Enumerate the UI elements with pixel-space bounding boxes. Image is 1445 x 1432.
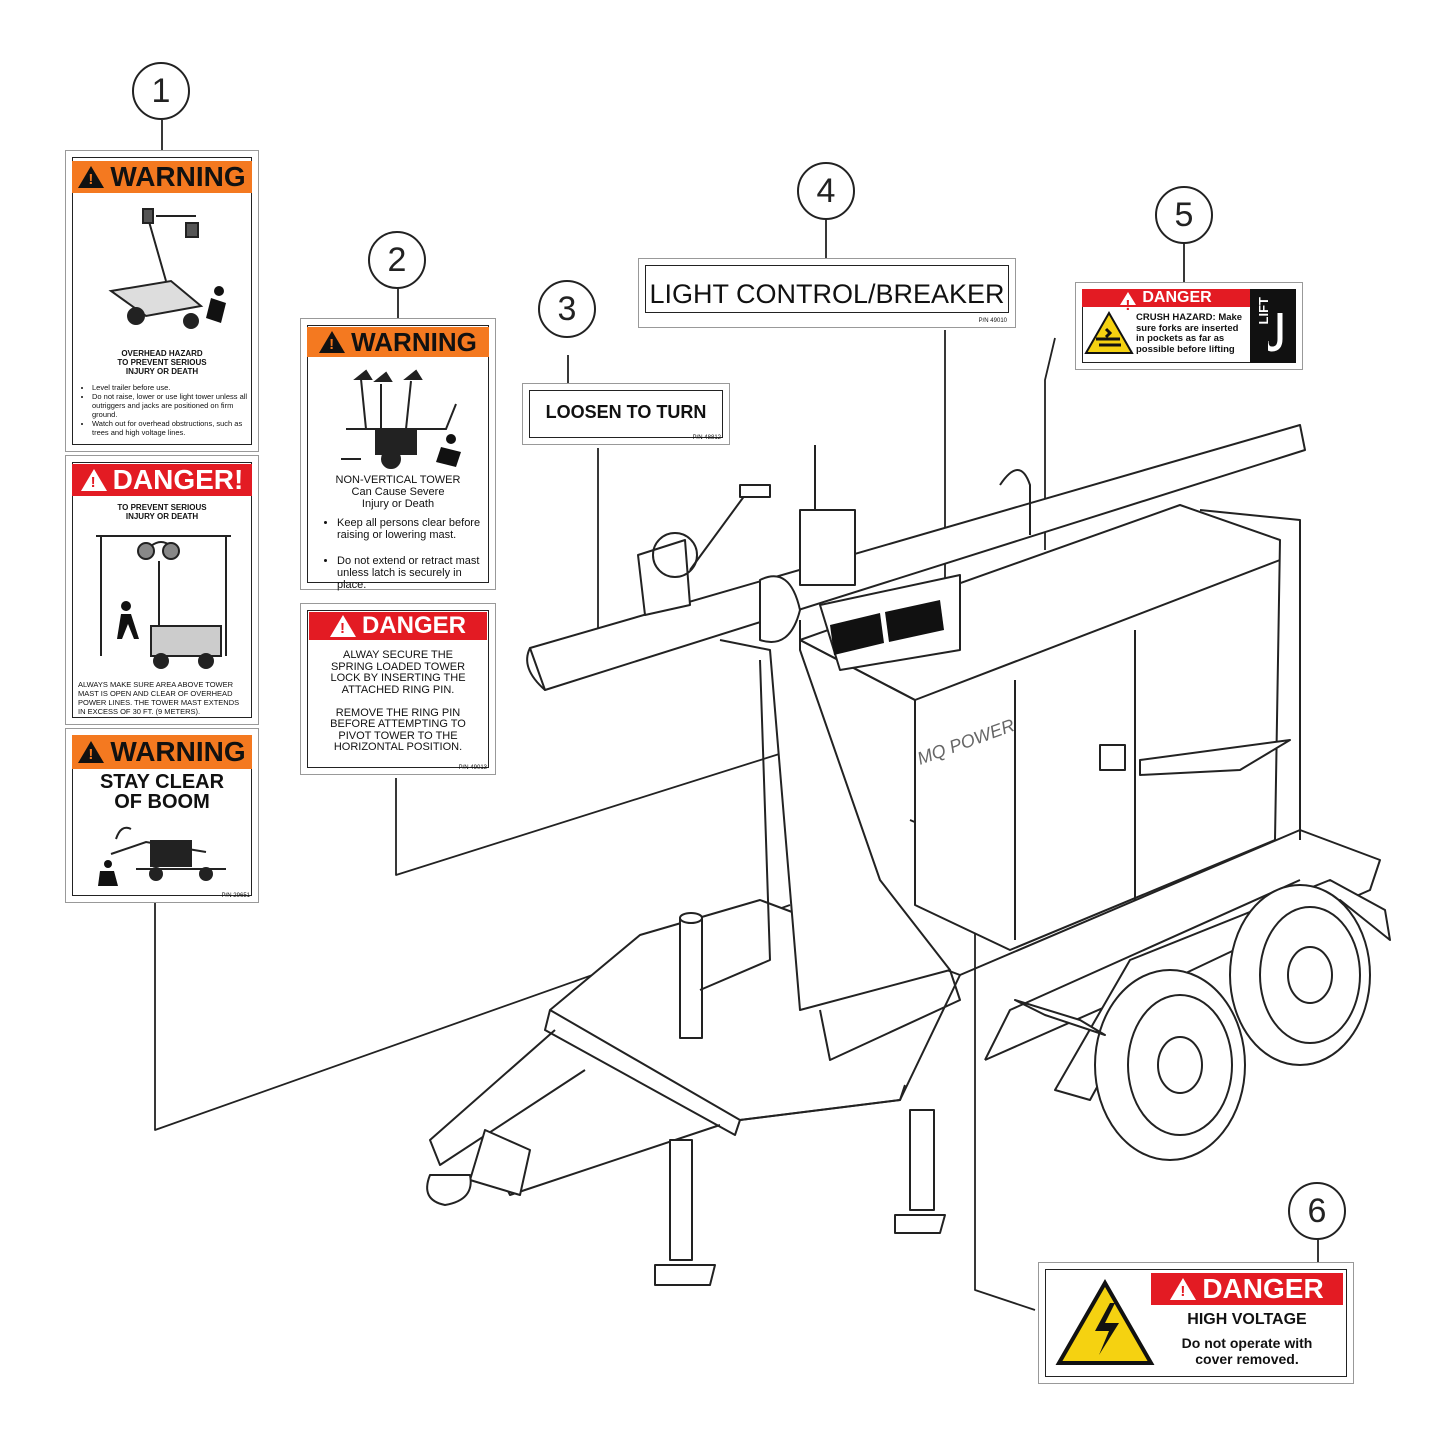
danger-header: DANGER	[361, 612, 466, 639]
bullet: Do not raise, lower or use light tower u…	[92, 392, 250, 419]
crush-hazard-icon	[1084, 311, 1134, 354]
power-line-hazard-icon	[96, 535, 231, 669]
part-number: P/N 49010	[978, 318, 1007, 324]
crush-hazard-text: CRUSH HAZARD: Make sure forks are insert…	[1136, 312, 1243, 355]
lift-hook-icon	[1268, 313, 1283, 352]
high-voltage-title: HIGH VOLTAGE	[1187, 1311, 1307, 1328]
danger-header: DANGER!	[112, 464, 244, 495]
non-vertical-bullets: Keep all persons clear before raising or…	[323, 517, 489, 591]
decal-1-powerline-danger: DANGER! TO PREVENT SERIOUS INJURY OR DEA…	[65, 455, 259, 725]
jacks	[654, 912, 946, 1286]
wheels	[1014, 879, 1391, 1161]
warning-header: WARNING	[351, 326, 477, 357]
mast-boom	[526, 424, 1306, 691]
overhead-bullets: Level trailer before use. Do not raise, …	[78, 383, 250, 437]
part-number: P/N 29651	[221, 893, 250, 899]
decal-2-ring-pin-danger: DANGER ALWAY SECURE THE SPRING LOADED TO…	[300, 603, 496, 775]
bullet: Watch out for overhead obstructions, suc…	[92, 419, 250, 437]
overhead-hazard-title: OVERHEAD HAZARD TO PREVENT SERIOUS INJUR…	[117, 349, 207, 376]
boom-hazard-icon	[98, 826, 226, 886]
callout-5: 5	[1155, 186, 1213, 244]
tower-hazard-icon	[108, 208, 226, 329]
high-voltage-text: Do not operate with cover removed.	[1181, 1335, 1313, 1367]
warning-triangle-icon	[80, 469, 107, 491]
warning-header: WARNING	[110, 736, 246, 767]
part-number: P/N 48812	[692, 435, 721, 441]
tower-frame	[699, 620, 961, 1061]
loosen-to-turn-text: LOOSEN TO TURN	[545, 402, 707, 422]
bullet: Keep all persons clear before raising or…	[337, 517, 489, 541]
callout-1: 1	[132, 62, 190, 120]
danger-header: DANGER	[1202, 1273, 1324, 1304]
stay-clear-title: STAY CLEAR OF BOOM	[99, 771, 225, 813]
light-control-breaker-text: LIGHT CONTROL/BREAKER	[649, 279, 1005, 309]
decal-5-crush-hazard-danger: DANGER CRUSH HAZARD: Make sure forks are…	[1075, 282, 1303, 370]
warning-triangle-icon	[329, 615, 356, 637]
callout-4: 4	[797, 162, 855, 220]
callout-6: 6	[1288, 1182, 1346, 1240]
high-voltage-icon	[1055, 1279, 1155, 1365]
decal-3-loosen-to-turn: LOOSEN TO TURN P/N 48812	[522, 383, 730, 445]
callout-2: 2	[368, 231, 426, 289]
warning-triangle-icon	[1170, 1278, 1197, 1300]
tower-tilt-hazard-icon	[341, 369, 461, 469]
warning-triangle-icon	[78, 166, 105, 188]
warning-header: WARNING	[110, 161, 246, 192]
ring-pin-text: ALWAY SECURE THE SPRING LOADED TOWER LOC…	[330, 649, 466, 753]
bullet: Level trailer before use.	[92, 383, 250, 392]
lift-panel: LIFT	[1250, 289, 1296, 363]
danger-header: DANGER	[1142, 289, 1212, 306]
decal-2-non-vertical-warning: WARNING NON-VERTICAL TOWER Can Cause Sev…	[300, 318, 496, 591]
decal-1-boom-warning: WARNING STAY CLEAR OF BOOM P/N 29651	[65, 728, 259, 903]
decal-1-overhead-warning: WARNING OVERHEAD HAZARD TO PREVENT SERIO…	[65, 150, 259, 452]
part-number: P/N 49013	[458, 765, 487, 771]
non-vertical-title: NON-VERTICAL TOWER Can Cause Severe Inju…	[335, 474, 461, 510]
warning-triangle-icon	[319, 331, 346, 353]
warning-triangle-icon	[78, 741, 105, 763]
powerline-text: ALWAYS MAKE SURE AREA ABOVE TOWER MAST I…	[78, 680, 240, 716]
bullet: Do not extend or retract mast unless lat…	[337, 555, 489, 591]
warning-triangle-icon	[1120, 291, 1137, 314]
engine-vents	[830, 600, 944, 655]
danger-subtitle: TO PREVENT SERIOUS INJURY OR DEATH	[117, 503, 207, 521]
decal-4-light-control-breaker: LIGHT CONTROL/BREAKER P/N 49010	[638, 258, 1016, 328]
decal-6-high-voltage-danger: DANGER HIGH VOLTAGE Do not operate with …	[1038, 1262, 1354, 1384]
callout-3: 3	[538, 280, 596, 338]
